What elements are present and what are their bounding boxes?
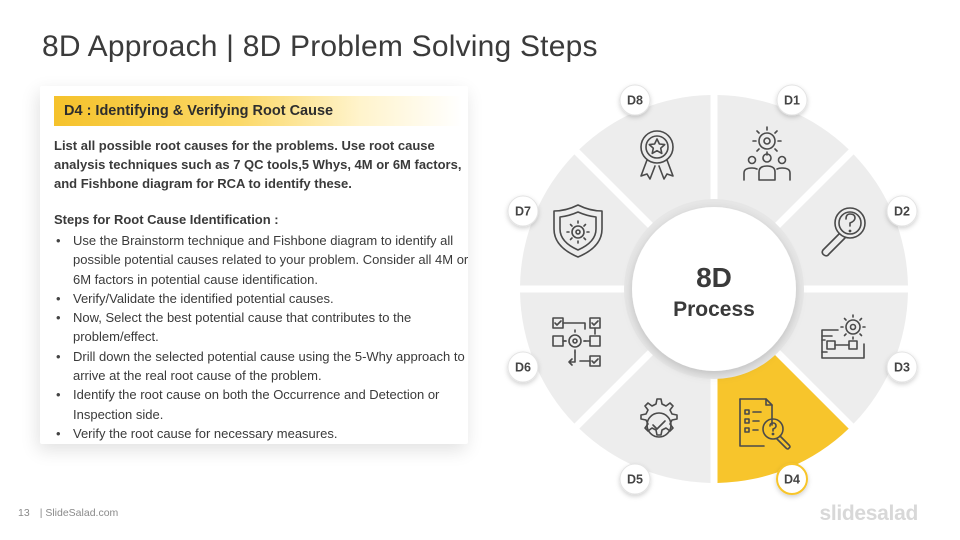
step-badge-d3: D3 xyxy=(886,351,918,383)
list-item: Now, Select the best potential cause tha… xyxy=(54,308,474,347)
step-label: D2 xyxy=(894,205,910,219)
list-item: Verify the root cause for necessary meas… xyxy=(54,424,474,444)
step-heading: D4 : Identifying & Verifying Root Cause xyxy=(64,103,334,119)
footer: 13 | SlideSalad.com xyxy=(18,507,118,519)
team-gear-icon xyxy=(743,126,791,181)
steps-list: Use the Brainstorm technique and Fishbon… xyxy=(54,231,474,444)
segment-d7 xyxy=(520,154,653,286)
list-item: Identify the root cause on both the Occu… xyxy=(54,385,474,424)
step-label: D6 xyxy=(515,361,531,375)
process-flow-icon xyxy=(552,317,601,367)
step-badge-d8: D8 xyxy=(619,84,651,116)
list-item: Drill down the selected potential cause … xyxy=(54,347,474,386)
steps-heading: Steps for Root Cause Identification : xyxy=(54,212,279,227)
step-badge-d2: D2 xyxy=(886,195,918,227)
segment-d2 xyxy=(775,154,908,286)
center-subtitle: Process xyxy=(673,298,755,321)
step-label: D3 xyxy=(894,361,910,375)
center-circle xyxy=(632,207,796,371)
step-heading-banner: D4 : Identifying & Verifying Root Cause xyxy=(54,96,462,126)
step-label: D7 xyxy=(515,205,531,219)
list-item: Use the Brainstorm technique and Fishbon… xyxy=(54,231,474,289)
segment-d1 xyxy=(717,95,849,228)
step-badge-d1: D1 xyxy=(776,84,808,116)
page-number: 13 xyxy=(18,507,30,519)
segment-d8 xyxy=(579,95,711,228)
step-label: D8 xyxy=(627,94,643,108)
flowchart-gear-icon xyxy=(821,314,866,359)
document-search-icon xyxy=(739,398,791,450)
shield-gear-icon xyxy=(553,204,603,258)
segment-d5 xyxy=(579,350,711,483)
step-badge-d7: D7 xyxy=(507,195,539,227)
brand-logo: slidesalad xyxy=(819,502,918,525)
footer-source: | SlideSalad.com xyxy=(39,507,119,519)
list-item: Verify/Validate the identified potential… xyxy=(54,289,474,309)
step-badge-d5: D5 xyxy=(619,463,651,495)
gear-check-icon xyxy=(640,398,678,438)
step-badge-d4: D4 xyxy=(776,463,808,495)
magnifier-question-icon xyxy=(821,207,866,257)
slide-title: 8D Approach | 8D Problem Solving Steps xyxy=(42,30,598,63)
award-medal-icon xyxy=(640,130,674,180)
step-label: D5 xyxy=(627,473,643,487)
center-title: 8D xyxy=(696,262,732,293)
step-label: D4 xyxy=(784,473,800,487)
intro-text: List all possible root causes for the pr… xyxy=(54,138,462,191)
step-badge-d6: D6 xyxy=(507,351,539,383)
step-label: D1 xyxy=(784,94,800,108)
segment-d4 xyxy=(717,350,849,483)
